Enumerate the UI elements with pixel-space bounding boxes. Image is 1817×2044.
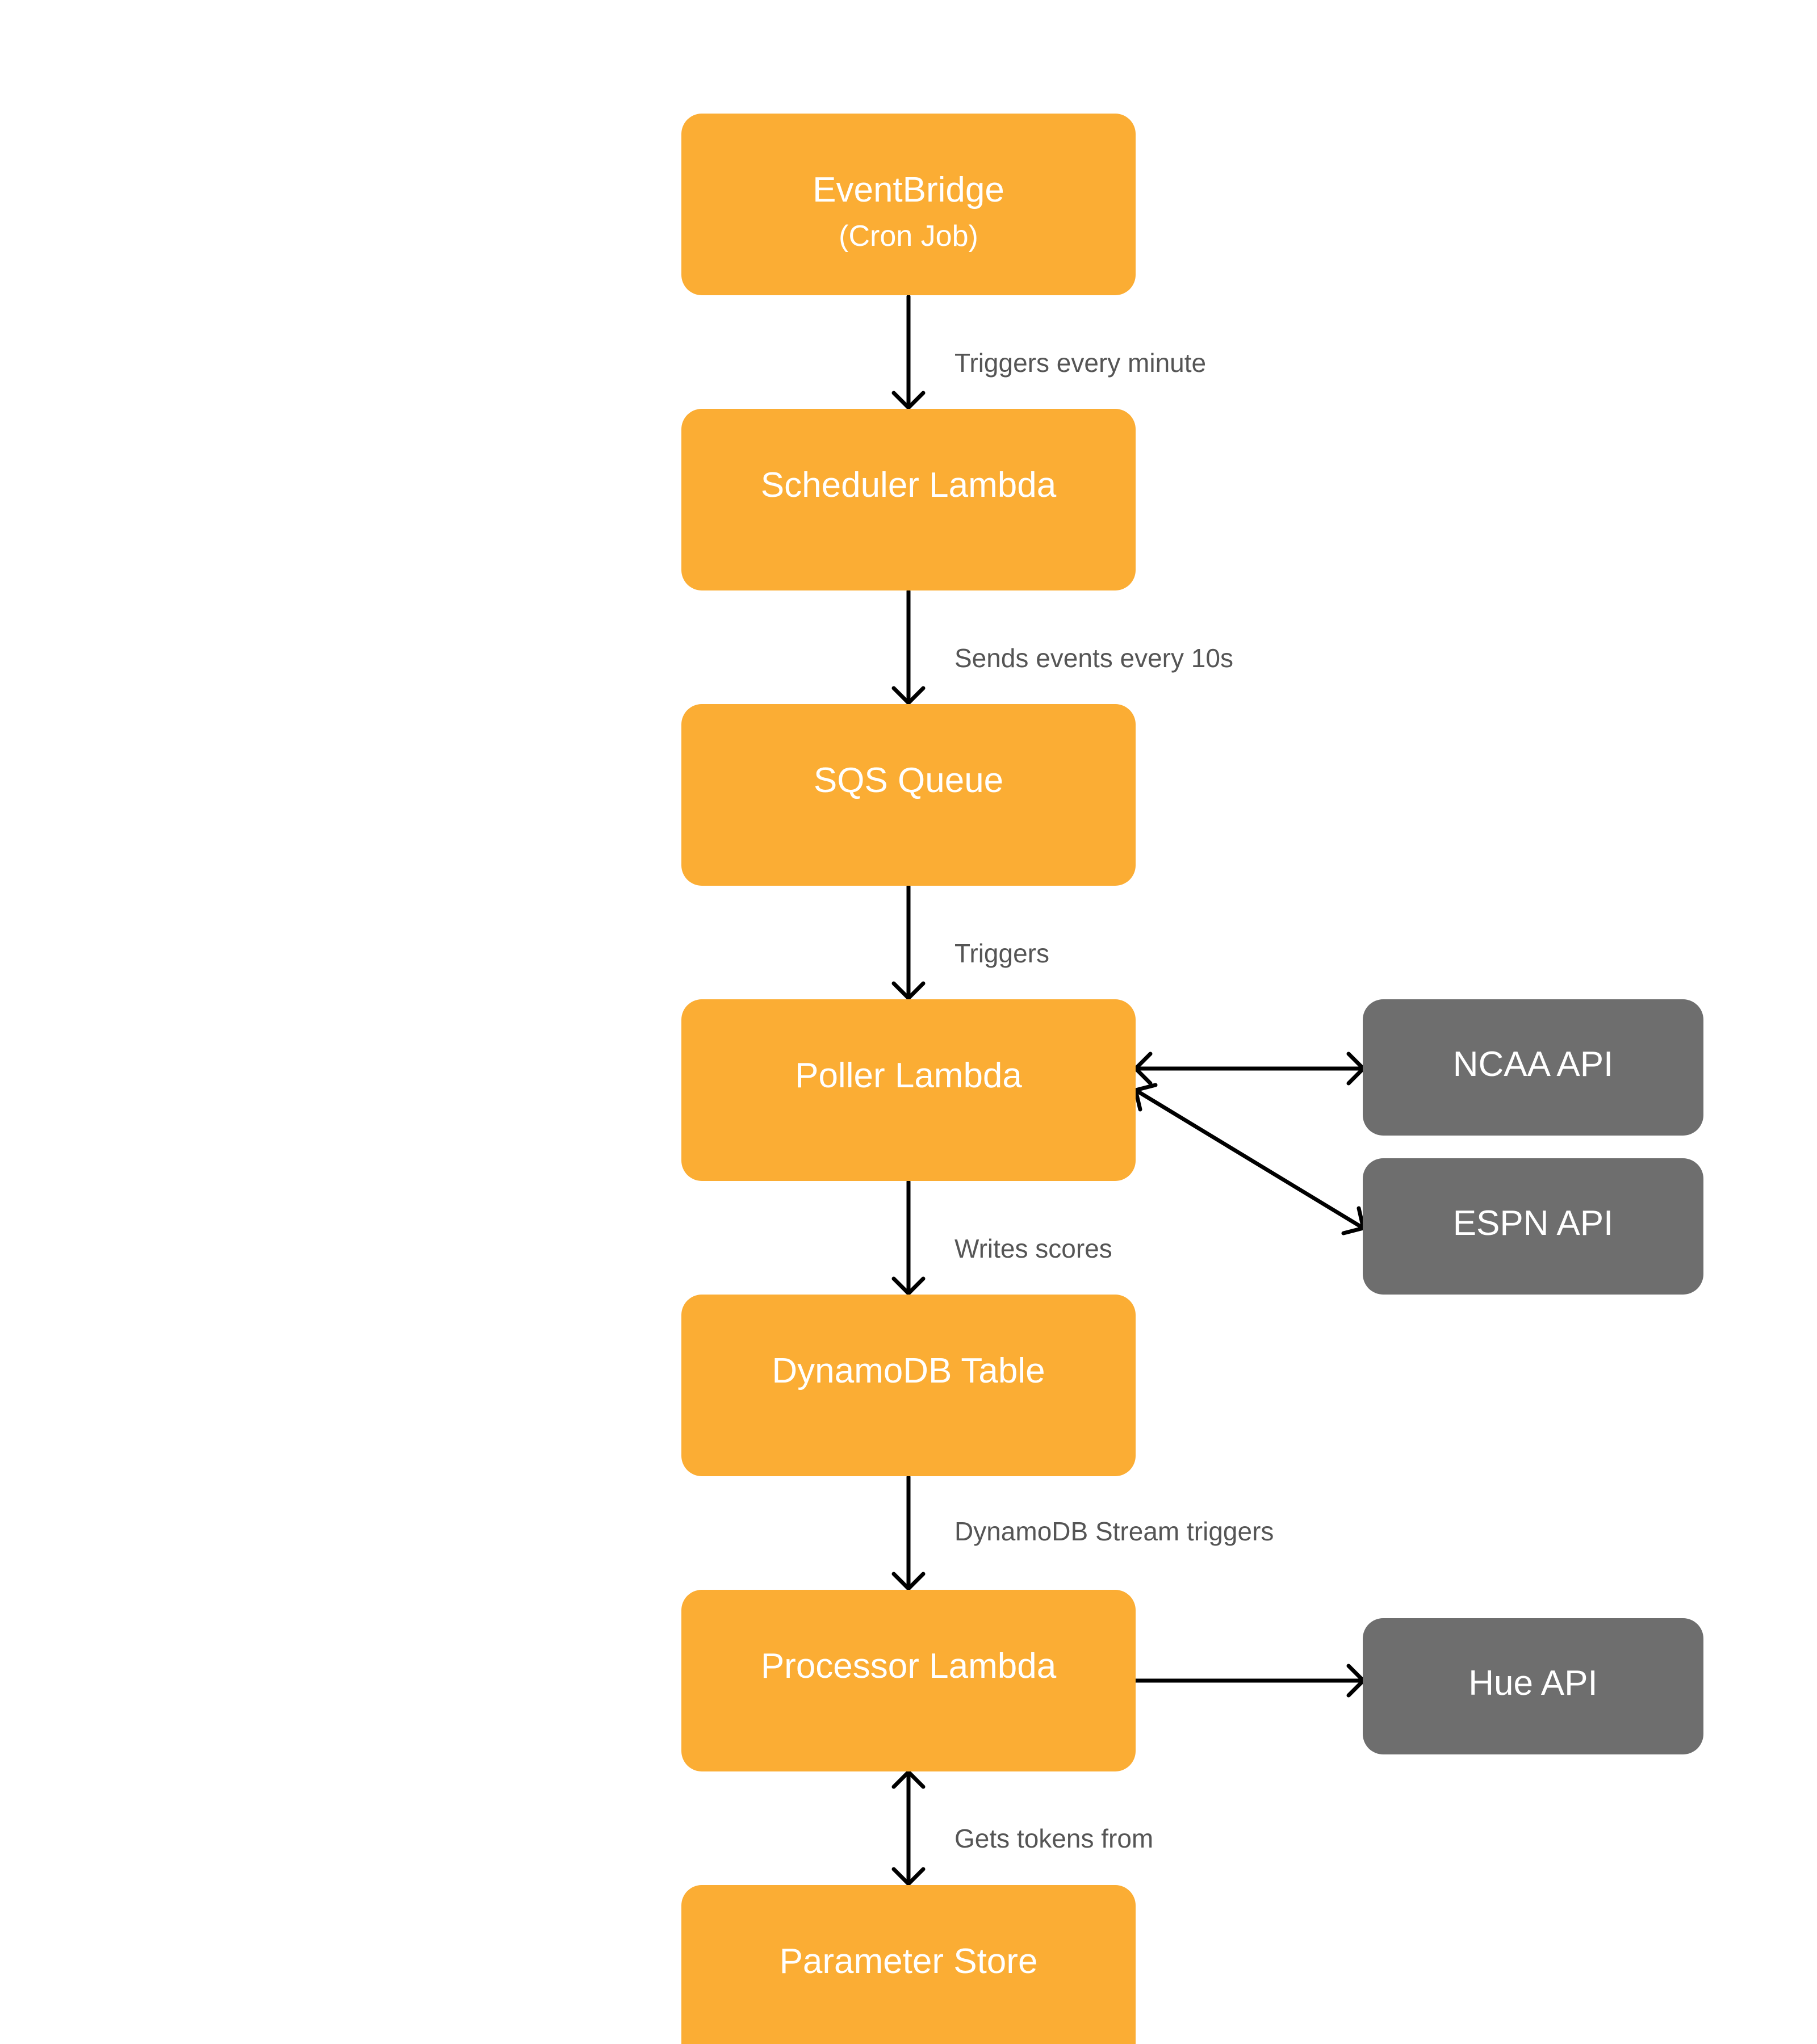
node-label-espn-api: ESPN API [1453, 1204, 1614, 1243]
edge-label-scheduler-sqs: Sends events every 10s [954, 643, 1233, 673]
edge-label-sqs-poller: Triggers [954, 939, 1049, 968]
edge-processor-hue [1133, 1664, 1366, 1698]
edge-label-processor-parameter-store: Gets tokens from [954, 1824, 1153, 1853]
node-scheduler-lambda: Scheduler Lambda [681, 409, 1136, 590]
node-label-scheduler-lambda: Scheduler Lambda [761, 466, 1057, 505]
node-sublabel-eventbridge: (Cron Job) [839, 220, 978, 253]
node-label-ncaa-api: NCAA API [1453, 1045, 1614, 1084]
node-label-hue-api: Hue API [1468, 1664, 1597, 1703]
node-label-processor-lambda: Processor Lambda [761, 1647, 1057, 1686]
node-label-dynamodb-table: DynamoDB Table [772, 1351, 1045, 1390]
node-dynamodb-table: DynamoDB Table [681, 1295, 1136, 1476]
node-label-parameter-store: Parameter Store [780, 1942, 1038, 1981]
node-poller-lambda: Poller Lambda [681, 999, 1136, 1181]
edge-label-dynamodb-processor: DynamoDB Stream triggers [954, 1517, 1274, 1546]
node-label-eventbridge: EventBridge [813, 170, 1004, 210]
node-espn-api: ESPN API [1363, 1158, 1703, 1295]
edge-poller-dynamodb [891, 1179, 926, 1296]
edge-eventbridge-scheduler [891, 294, 926, 410]
node-label-poller-lambda: Poller Lambda [795, 1056, 1022, 1095]
node-eventbridge: EventBridge (Cron Job) [681, 114, 1136, 295]
edge-sqs-poller [891, 884, 926, 1000]
node-processor-lambda: Processor Lambda [681, 1590, 1136, 1771]
edge-label-eventbridge-scheduler: Triggers every minute [954, 348, 1206, 378]
edge-label-poller-dynamodb: Writes scores [954, 1234, 1112, 1263]
edges: Triggers every minute Sends events every… [891, 294, 1366, 1886]
node-hue-api: Hue API [1363, 1618, 1703, 1754]
nodes: EventBridge (Cron Job) Scheduler Lambda … [681, 114, 1703, 2044]
node-label-sqs-queue: SQS Queue [814, 761, 1003, 800]
node-ncaa-api: NCAA API [1363, 999, 1703, 1136]
edge-scheduler-sqs [891, 589, 926, 705]
node-parameter-store: Parameter Store [681, 1885, 1136, 2044]
edge-processor-parameter-store [891, 1770, 926, 1886]
edge-dynamodb-processor [891, 1475, 926, 1591]
edge-poller-espn [1133, 1083, 1366, 1235]
edge-poller-ncaa [1133, 1052, 1366, 1086]
node-sqs-queue: SQS Queue [681, 704, 1136, 886]
